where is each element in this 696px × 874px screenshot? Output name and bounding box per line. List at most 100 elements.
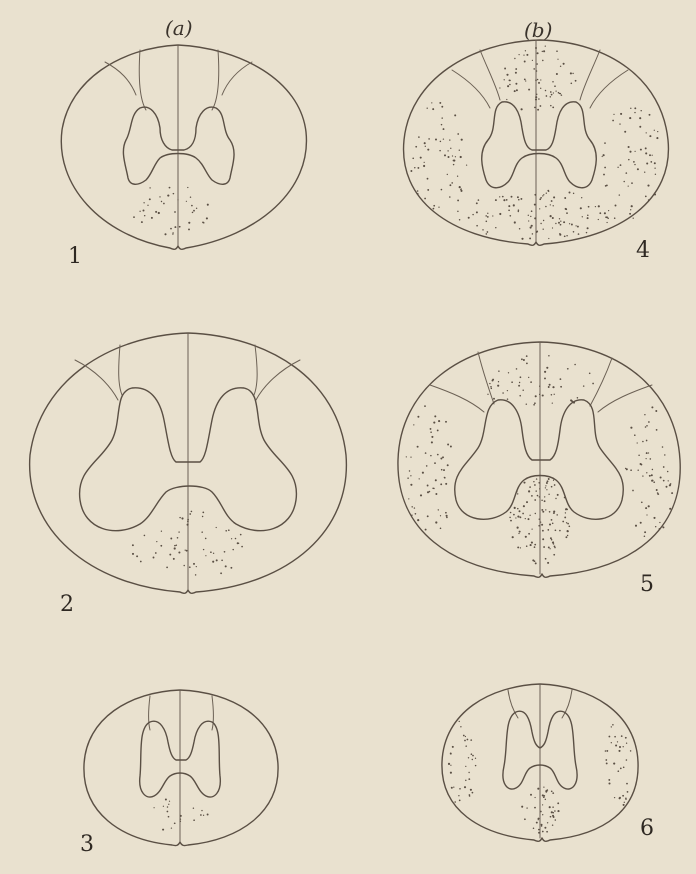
stipple-dot bbox=[446, 515, 448, 517]
stipple-dot bbox=[578, 233, 580, 235]
stipple-dot bbox=[572, 73, 573, 74]
stipple-dot bbox=[629, 117, 631, 119]
stipple-dot bbox=[599, 212, 601, 214]
stipple-dot bbox=[634, 112, 635, 113]
stipple-dot bbox=[535, 490, 536, 491]
stipple-dot bbox=[179, 517, 180, 518]
stipple-dot bbox=[551, 790, 553, 792]
stipple-dot bbox=[535, 96, 537, 98]
stipple-dot bbox=[524, 79, 526, 81]
stipple-dot bbox=[569, 192, 571, 194]
stipple-dot bbox=[422, 472, 424, 474]
stipple-dot bbox=[649, 135, 651, 137]
stipple-dot bbox=[573, 193, 574, 194]
stipple-dot bbox=[537, 495, 539, 497]
stipple-dot bbox=[537, 788, 539, 790]
stipple-dot bbox=[525, 80, 526, 81]
stipple-dot bbox=[417, 519, 419, 521]
stipple-dot bbox=[571, 224, 573, 226]
stipple-dot bbox=[498, 370, 500, 372]
stipple-dot bbox=[136, 555, 138, 557]
stipple-dot bbox=[646, 425, 648, 427]
stipple-dot bbox=[625, 468, 626, 469]
stipple-dot bbox=[560, 378, 562, 380]
stipple-dot bbox=[536, 822, 538, 824]
stipple-dot bbox=[529, 237, 531, 239]
stipple-dot bbox=[434, 462, 436, 464]
stipple-dot bbox=[189, 513, 191, 515]
stipple-dot bbox=[563, 221, 565, 223]
stipple-dot bbox=[497, 385, 499, 387]
stipple-dot bbox=[440, 515, 441, 516]
stipple-dot bbox=[207, 204, 209, 206]
stipple-dot bbox=[469, 795, 470, 796]
stipple-dot bbox=[548, 238, 549, 239]
stipple-dot bbox=[668, 480, 669, 481]
stipple-dot bbox=[526, 501, 528, 503]
stipple-dot bbox=[575, 80, 577, 82]
stipple-dot bbox=[441, 106, 443, 108]
stipple-dot bbox=[640, 463, 642, 465]
stipple-dot bbox=[519, 516, 521, 518]
stipple-dot bbox=[228, 529, 230, 531]
stipple-dot bbox=[551, 486, 553, 488]
stipple-dot bbox=[425, 529, 427, 531]
stipple-dot bbox=[561, 94, 563, 96]
stipple-dot bbox=[614, 217, 616, 219]
stipple-dot bbox=[459, 186, 461, 188]
stipple-dot bbox=[467, 739, 469, 741]
stipple-dot bbox=[509, 84, 511, 86]
stipple-dot bbox=[442, 456, 444, 458]
stipple-dot bbox=[457, 176, 458, 177]
stipple-dot bbox=[543, 546, 545, 548]
stipple-dot bbox=[542, 195, 543, 196]
stipple-dot bbox=[441, 189, 443, 191]
stipple-dot bbox=[640, 522, 642, 524]
stipple-dot bbox=[168, 804, 169, 805]
stipple-dot bbox=[537, 230, 539, 232]
stipple-dot bbox=[625, 799, 626, 800]
stipple-dot bbox=[465, 736, 466, 737]
stipple-dot bbox=[538, 98, 540, 100]
stipple-dot bbox=[461, 139, 463, 141]
stipple-dot bbox=[655, 174, 656, 175]
stipple-dot bbox=[608, 210, 609, 211]
stipple-dot bbox=[604, 167, 606, 169]
stipple-dot bbox=[521, 806, 523, 808]
stipple-dot bbox=[615, 744, 617, 746]
stipple-dot bbox=[216, 559, 218, 561]
stipple-dot bbox=[174, 226, 176, 228]
stipple-dot bbox=[625, 737, 627, 739]
stipple-dot bbox=[592, 383, 594, 385]
stipple-dot bbox=[408, 498, 409, 499]
stipple-dot bbox=[185, 549, 186, 550]
stipple-dot bbox=[655, 410, 657, 412]
stipple-dot bbox=[587, 217, 589, 219]
stipple-dot bbox=[541, 524, 543, 526]
stipple-dot bbox=[415, 513, 417, 515]
stipple-dot bbox=[424, 405, 426, 407]
stipple-dot bbox=[464, 740, 466, 742]
stipple-dot bbox=[646, 440, 648, 442]
stipple-dot bbox=[468, 778, 470, 780]
stipple-dot bbox=[587, 227, 589, 229]
stipple-dot bbox=[427, 149, 429, 151]
stipple-dot bbox=[564, 516, 566, 518]
stipple-dot bbox=[654, 168, 655, 169]
stipple-dot bbox=[522, 513, 524, 515]
stipple-dot bbox=[509, 215, 511, 217]
stipple-dot bbox=[630, 750, 632, 752]
stipple-dot bbox=[454, 114, 456, 116]
stipple-dot bbox=[465, 780, 466, 781]
stipple-dot bbox=[406, 456, 407, 457]
stipple-dot bbox=[530, 381, 532, 383]
stipple-dot bbox=[563, 63, 565, 65]
stipple-dot bbox=[191, 511, 193, 513]
stipple-dot bbox=[557, 494, 559, 496]
stipple-dot bbox=[446, 517, 448, 519]
stipple-dot bbox=[546, 367, 548, 369]
stipple-dot bbox=[531, 528, 532, 529]
stipple-dot bbox=[565, 508, 566, 509]
stipple-dot bbox=[487, 213, 488, 214]
stipple-dot bbox=[141, 221, 143, 223]
